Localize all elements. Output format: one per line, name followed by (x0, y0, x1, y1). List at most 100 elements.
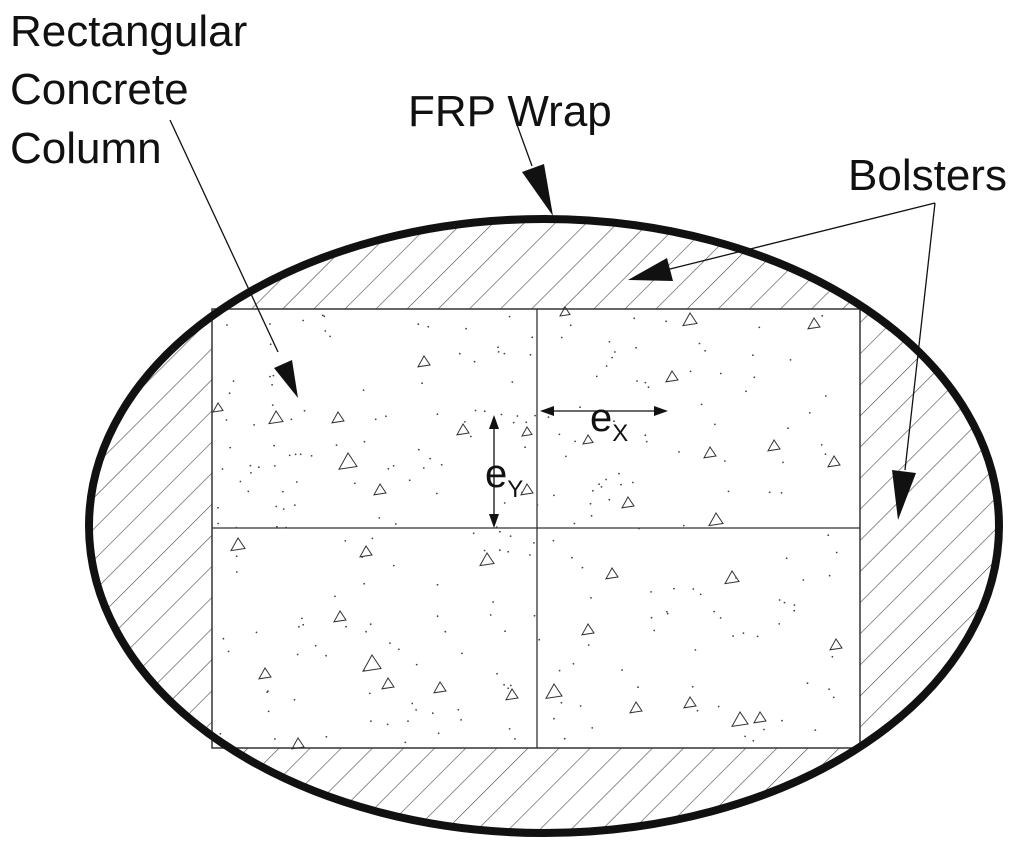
aggregate-dot (571, 556, 573, 559)
aggregate-dot (832, 696, 835, 699)
aggregate-dot (503, 352, 506, 355)
ex-dimension-arrow (540, 406, 668, 416)
aggregate-triangle (683, 696, 697, 709)
aggregate-dot (272, 374, 275, 377)
aggregate-dot (417, 448, 420, 451)
aggregate-dot (235, 526, 238, 529)
label-ex: eX (590, 396, 628, 447)
aggregate-dot (613, 420, 615, 423)
aggregate-triangle (703, 446, 717, 459)
label-frp-wrap: FRP Wrap (408, 87, 612, 136)
aggregate-dot (293, 698, 296, 701)
label-ex-main: e (590, 396, 612, 440)
aggregate-triangle (724, 570, 740, 585)
aggregate-dot (821, 314, 824, 317)
aggregate-triangle (559, 306, 571, 317)
leader-wrap (515, 121, 553, 216)
aggregate-dot (758, 326, 761, 329)
aggregate-triangle (362, 654, 382, 672)
aggregate-dot (538, 638, 541, 641)
aggregate-dot (605, 365, 608, 367)
aggregate-dot (678, 451, 680, 453)
aggregate-dot (325, 654, 327, 657)
aggregate-dot (516, 415, 519, 417)
aggregate-dot (363, 582, 366, 585)
aggregate-dot (650, 616, 653, 619)
aggregate-dot (228, 392, 231, 395)
aggregate-dot (824, 453, 827, 455)
arrowhead-bolster-right (892, 470, 916, 520)
aggregate-dot (572, 662, 575, 665)
aggregate-dot (574, 440, 576, 443)
aggregate-dot (299, 453, 302, 456)
aggregate-triangle (682, 312, 698, 327)
aggregate-dot (525, 421, 528, 424)
aggregate-dot (282, 508, 285, 510)
aggregate-dot (365, 630, 367, 633)
aggregate-dot (714, 423, 716, 426)
aggregate-texture (212, 306, 843, 750)
aggregate-dot (269, 323, 271, 325)
arrowhead-column (274, 360, 298, 398)
aggregate-dot (499, 530, 501, 533)
aggregate-dot (271, 383, 273, 386)
aggregate-dot (472, 532, 475, 535)
aggregate-dot (267, 710, 270, 713)
aggregate-dot (496, 475, 499, 478)
aggregate-dot (345, 625, 347, 628)
aggregate-dot (531, 336, 534, 339)
aggregate-dot (227, 650, 230, 653)
aggregate-dot (565, 455, 567, 458)
aggregate-dot (547, 416, 550, 418)
aggregate-dot (579, 406, 581, 409)
aggregate-dot (752, 354, 754, 357)
aggregate-dot (808, 412, 811, 414)
aggregate-dot (820, 444, 823, 446)
aggregate-dot (780, 492, 783, 494)
aggregate-dot (269, 343, 272, 346)
aggregate-dot (579, 705, 582, 707)
aggregate-dot (281, 490, 284, 493)
aggregate-dot (273, 465, 276, 467)
aggregate-triangle (333, 610, 347, 623)
aggregate-dot (500, 413, 503, 416)
aggregate-dot (394, 523, 397, 525)
aggregate-dot (371, 537, 374, 540)
aggregate-dot (436, 615, 439, 618)
aggregate-dot (269, 375, 271, 378)
aggregate-dot (470, 435, 472, 438)
aggregate-dot (407, 720, 409, 722)
aggregate-dot (461, 652, 463, 655)
aggregate-dot (638, 527, 640, 530)
aggregate-dot (618, 472, 620, 475)
aggregate-dot (514, 738, 516, 740)
aggregate-triangle (520, 483, 534, 496)
aggregate-triangle (753, 711, 767, 724)
aggregate-dot (744, 735, 746, 738)
leader-bolster-right (892, 202, 936, 520)
aggregate-dot (404, 741, 407, 744)
aggregate-dot (590, 514, 593, 517)
aggregate-dot (294, 453, 297, 456)
aggregate-dot (303, 409, 306, 412)
aggregate-dot (533, 542, 535, 544)
aggregate-dot (408, 479, 411, 482)
aggregate-dot (302, 623, 305, 626)
aggregate-dot (293, 504, 296, 506)
aggregate-dot (569, 324, 572, 327)
aggregate-dot (329, 335, 331, 338)
aggregate-dot (521, 491, 523, 494)
aggregate-dot (369, 623, 372, 626)
aggregate-triangle (338, 452, 358, 470)
aggregate-dot (239, 480, 242, 483)
aggregate-dot (590, 597, 592, 599)
aggregate-dot (745, 390, 747, 393)
aggregate-dot (387, 467, 390, 470)
aggregate-dot (529, 554, 531, 556)
aggregate-dot (285, 526, 287, 529)
aggregate-dot (302, 319, 304, 322)
label-ex-sub: X (612, 420, 628, 447)
aggregate-dot (536, 504, 539, 506)
aggregate-dot (232, 380, 235, 382)
